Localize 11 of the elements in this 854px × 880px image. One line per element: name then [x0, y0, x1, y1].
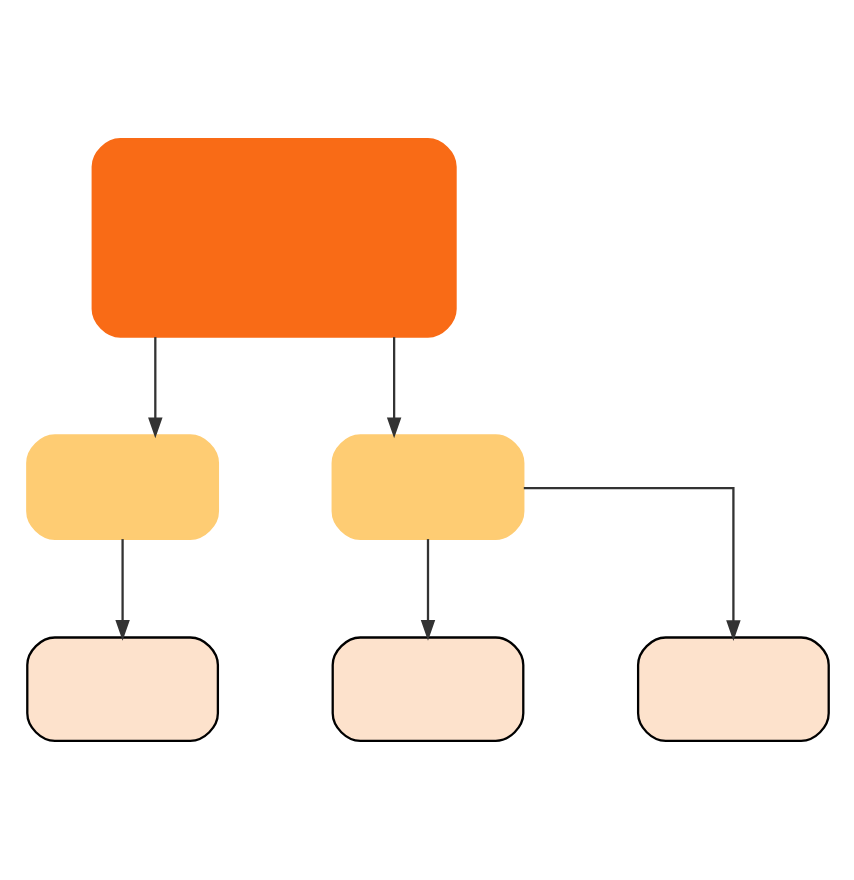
- arrow: [147, 337, 162, 439]
- node-box: [330, 434, 524, 540]
- arrow: [419, 539, 435, 641]
- arrow: [522, 487, 740, 641]
- arrow: [114, 539, 129, 641]
- node-box: [90, 138, 456, 338]
- node-box: [635, 636, 829, 742]
- node-box: [25, 636, 219, 742]
- node-box: [330, 636, 524, 742]
- arrow: [385, 337, 401, 439]
- node-box: [25, 434, 219, 540]
